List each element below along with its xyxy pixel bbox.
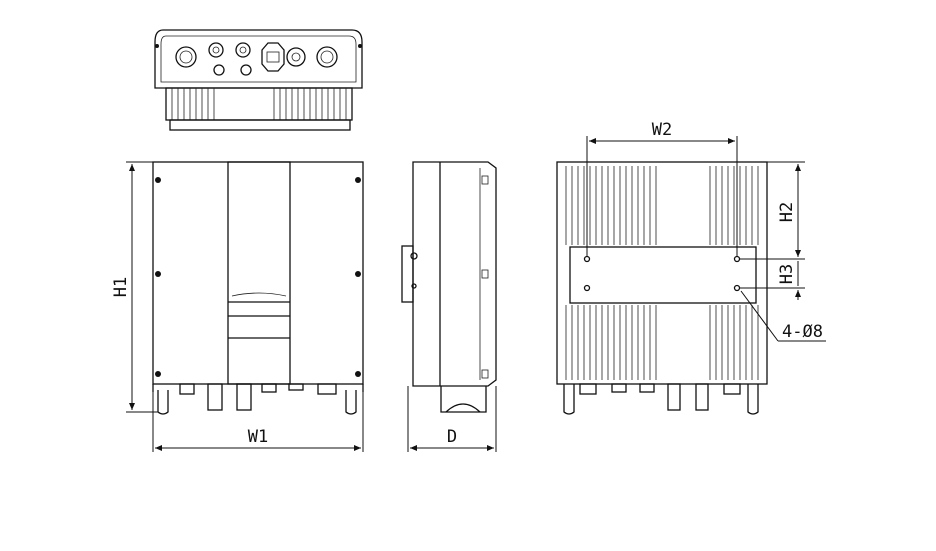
side-view bbox=[401, 161, 497, 413]
connector-rj45 bbox=[261, 42, 285, 72]
hole-callout: 4-Ø8 bbox=[740, 290, 826, 342]
h1-dimension: H1 bbox=[111, 161, 158, 413]
h1-label: H1 bbox=[111, 277, 131, 297]
connector-ac bbox=[175, 46, 197, 68]
h2-h3-dimensions: H2 H3 bbox=[740, 161, 805, 300]
connector-dc bbox=[208, 42, 252, 76]
h2-label: H2 bbox=[777, 202, 797, 222]
front-view bbox=[152, 161, 364, 415]
w2-dimension: W2 bbox=[586, 120, 738, 256]
holes-label: 4-Ø8 bbox=[782, 322, 823, 342]
d-dimension: D bbox=[407, 386, 497, 452]
w1-dimension: W1 bbox=[152, 392, 364, 452]
top-view bbox=[154, 29, 363, 131]
connector-com bbox=[286, 46, 338, 68]
d-label: D bbox=[447, 427, 457, 447]
h3-label: H3 bbox=[777, 264, 797, 284]
rear-view bbox=[556, 161, 768, 415]
w2-label: W2 bbox=[652, 120, 672, 140]
w1-label: W1 bbox=[248, 427, 268, 447]
